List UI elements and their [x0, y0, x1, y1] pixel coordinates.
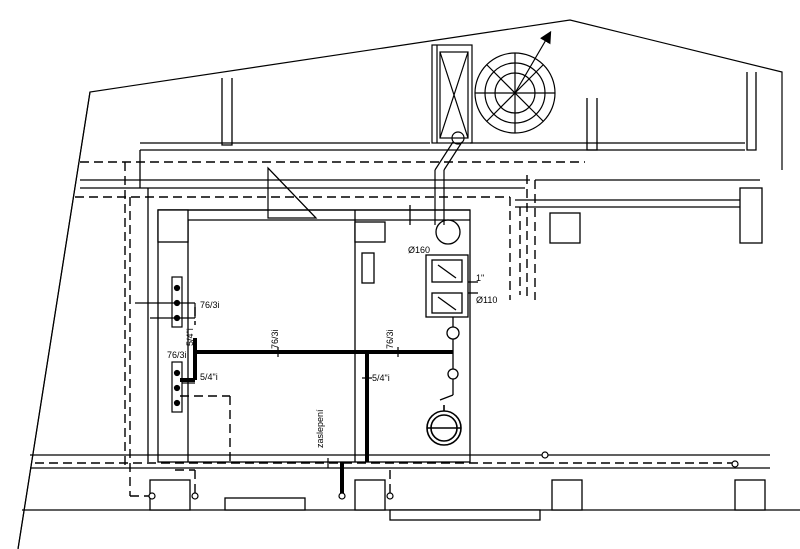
boiler-icon [425, 219, 478, 318]
manifold-icon [135, 276, 196, 413]
label-pipe-76-3-left: 76/3i [167, 350, 187, 360]
label-pipe-76-3-right: 76/3i [385, 329, 395, 349]
room-walls [139, 150, 766, 521]
tick-marks [277, 347, 399, 468]
label-flue-160: Ø160 [408, 245, 430, 255]
label-pipe-54-vertical: 5/4"i [185, 328, 195, 346]
chimney-icon [267, 166, 318, 219]
label-pipe-54-left: 5/4"i [200, 372, 218, 382]
pump-icon [439, 317, 460, 401]
label-pipe-76-3-top: 76/3i [200, 300, 220, 310]
fan-icon [474, 30, 556, 134]
label-flue-110: Ø110 [476, 295, 497, 305]
pipe-endpoints [148, 451, 739, 500]
expansion-vessel-icon [426, 405, 462, 446]
dashed-lines [35, 161, 735, 497]
flue-pipe [434, 131, 465, 225]
building-outline [17, 19, 783, 549]
label-inch-1: 1" [476, 273, 484, 283]
window-element [431, 44, 473, 144]
dimension-labels: Ø160 Ø110 1" 76/3i 76/3i 76/3i 76/3i 5/4… [167, 245, 497, 448]
label-sealing: zaslepení [315, 409, 325, 448]
upper-walls [221, 72, 763, 244]
label-pipe-76-3-mid: 76/3i [270, 329, 280, 349]
label-pipe-54-mid: 5/4"i [372, 373, 390, 383]
horizontal-walls [22, 142, 800, 511]
